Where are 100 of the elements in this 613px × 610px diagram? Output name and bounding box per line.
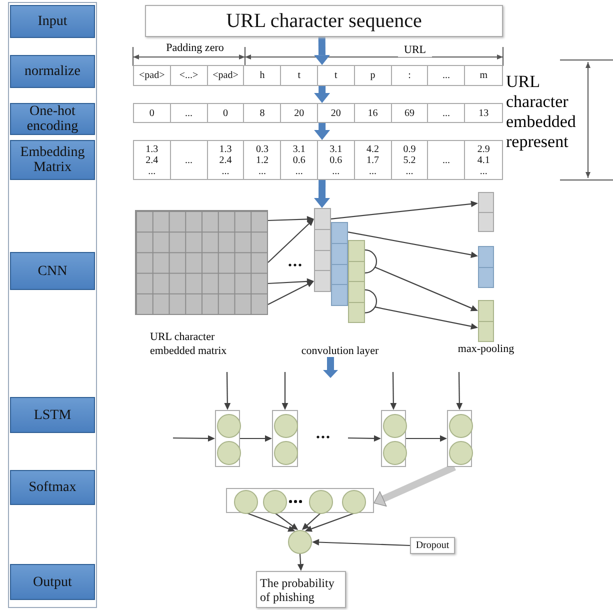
- lstm-cell: [447, 410, 472, 467]
- arrow: [314, 36, 330, 65]
- feature-column: [348, 240, 365, 323]
- arrow: [268, 216, 314, 222]
- table-cell: 20: [330, 108, 341, 118]
- table-row: [133, 103, 503, 123]
- arrow: [364, 289, 478, 330]
- arrow: [312, 539, 410, 546]
- arrow: [314, 86, 330, 103]
- stage-box: [10, 252, 95, 290]
- dropout-box: [410, 537, 455, 554]
- arrow: [374, 464, 456, 507]
- caption: Padding zero: [165, 41, 225, 55]
- table-cell: ...: [184, 108, 192, 118]
- table-cell: <pad>: [139, 70, 165, 81]
- table-cell: t: [334, 70, 338, 81]
- table-cell: 3.1 0.6 ...: [330, 144, 342, 176]
- table-cell: 16: [368, 108, 378, 118]
- node-label: Softmax: [28, 480, 76, 495]
- table-row: [133, 140, 503, 180]
- arrow: [390, 372, 397, 410]
- feature-column: [478, 300, 494, 342]
- table-cell: 2.9 4.1 ...: [477, 144, 490, 176]
- stage-box: [10, 397, 95, 433]
- arrow: [304, 512, 355, 532]
- table-cell: 13: [478, 108, 489, 118]
- node-label: normalize: [24, 64, 80, 79]
- table-cell: ...: [442, 108, 450, 118]
- arrow: [224, 372, 231, 410]
- table-cell: :: [408, 70, 411, 81]
- arrow: [240, 435, 272, 442]
- table-cell: ...: [442, 154, 450, 166]
- table-cell: 8: [260, 108, 265, 118]
- arrow: [330, 200, 478, 220]
- table-cell: <...>: [179, 70, 198, 81]
- arrow: [268, 281, 314, 305]
- node-label: URL character sequence: [226, 10, 422, 32]
- arrow: [246, 512, 296, 532]
- arrow: [173, 435, 215, 442]
- node-label: Dropout: [416, 540, 450, 552]
- caption: URL character embedded represent: [506, 72, 577, 152]
- node-label: max-pooling: [456, 342, 516, 356]
- table-cell: 1.3 2.4 ...: [146, 144, 158, 176]
- node-label: The probability of phishing: [260, 576, 336, 604]
- arrow: [456, 372, 463, 410]
- table-cell: ...: [442, 70, 450, 81]
- table-cell: 69: [404, 108, 414, 118]
- stage-box: [10, 55, 95, 88]
- node-label: Output: [33, 574, 72, 590]
- arrow: [297, 554, 304, 571]
- stage-box: [10, 5, 95, 38]
- result-box: [256, 571, 346, 608]
- arrow: [282, 372, 288, 410]
- table-cell: t: [298, 70, 300, 81]
- lstm-cell: [381, 410, 406, 467]
- feature-column: [331, 222, 348, 306]
- arrow: [348, 435, 381, 442]
- arrow: [314, 180, 330, 208]
- arrow: [348, 232, 478, 258]
- node-label: URL character embedded matrix: [150, 330, 228, 358]
- lstm-cell: [272, 410, 298, 467]
- input-box: [145, 5, 503, 37]
- node-label: CNN: [38, 264, 68, 278]
- feature-column: [478, 192, 494, 232]
- table-row: [133, 65, 503, 86]
- table-cell: 4.2 1.7 ...: [366, 144, 379, 176]
- lstm-cell: [215, 410, 240, 467]
- node-label: One-hot encoding: [26, 104, 80, 134]
- node-label: Embedding Matrix: [19, 145, 86, 175]
- arrow: [274, 512, 298, 530]
- stage-box: [10, 564, 95, 600]
- node-label: LSTM: [34, 408, 72, 422]
- table-cell: p: [370, 70, 376, 81]
- arrow: [302, 512, 322, 530]
- table-cell: 0.9 5.2 ...: [403, 144, 416, 176]
- table-cell: 0: [149, 108, 154, 118]
- table-cell: h: [260, 70, 265, 81]
- table-cell: 3.1 0.6 ...: [292, 144, 306, 176]
- table-cell: 20: [294, 108, 304, 118]
- stage-box: [10, 103, 95, 135]
- caption: URL: [398, 43, 432, 57]
- caption: convolution layer: [300, 344, 380, 358]
- output-neuron: [288, 530, 312, 554]
- feature-column: [478, 246, 494, 288]
- arrow: [268, 218, 314, 263]
- table-cell: <pad>: [212, 70, 238, 81]
- table-cell: 0: [223, 108, 228, 118]
- arrow: [314, 123, 330, 140]
- feature-column: [314, 208, 331, 292]
- stage-box: [10, 140, 95, 180]
- table-cell: 1.3 2.4 ...: [219, 144, 232, 176]
- arrow: [364, 249, 478, 312]
- arrow: [268, 278, 314, 285]
- arrow: [406, 435, 447, 442]
- softmax-layer: [226, 488, 374, 513]
- stage-box: [10, 470, 95, 505]
- node-label: Input: [38, 14, 68, 29]
- embedding-grid: [135, 210, 268, 315]
- table-cell: 0.3 1.2 ...: [256, 144, 269, 176]
- table-cell: m: [480, 70, 488, 81]
